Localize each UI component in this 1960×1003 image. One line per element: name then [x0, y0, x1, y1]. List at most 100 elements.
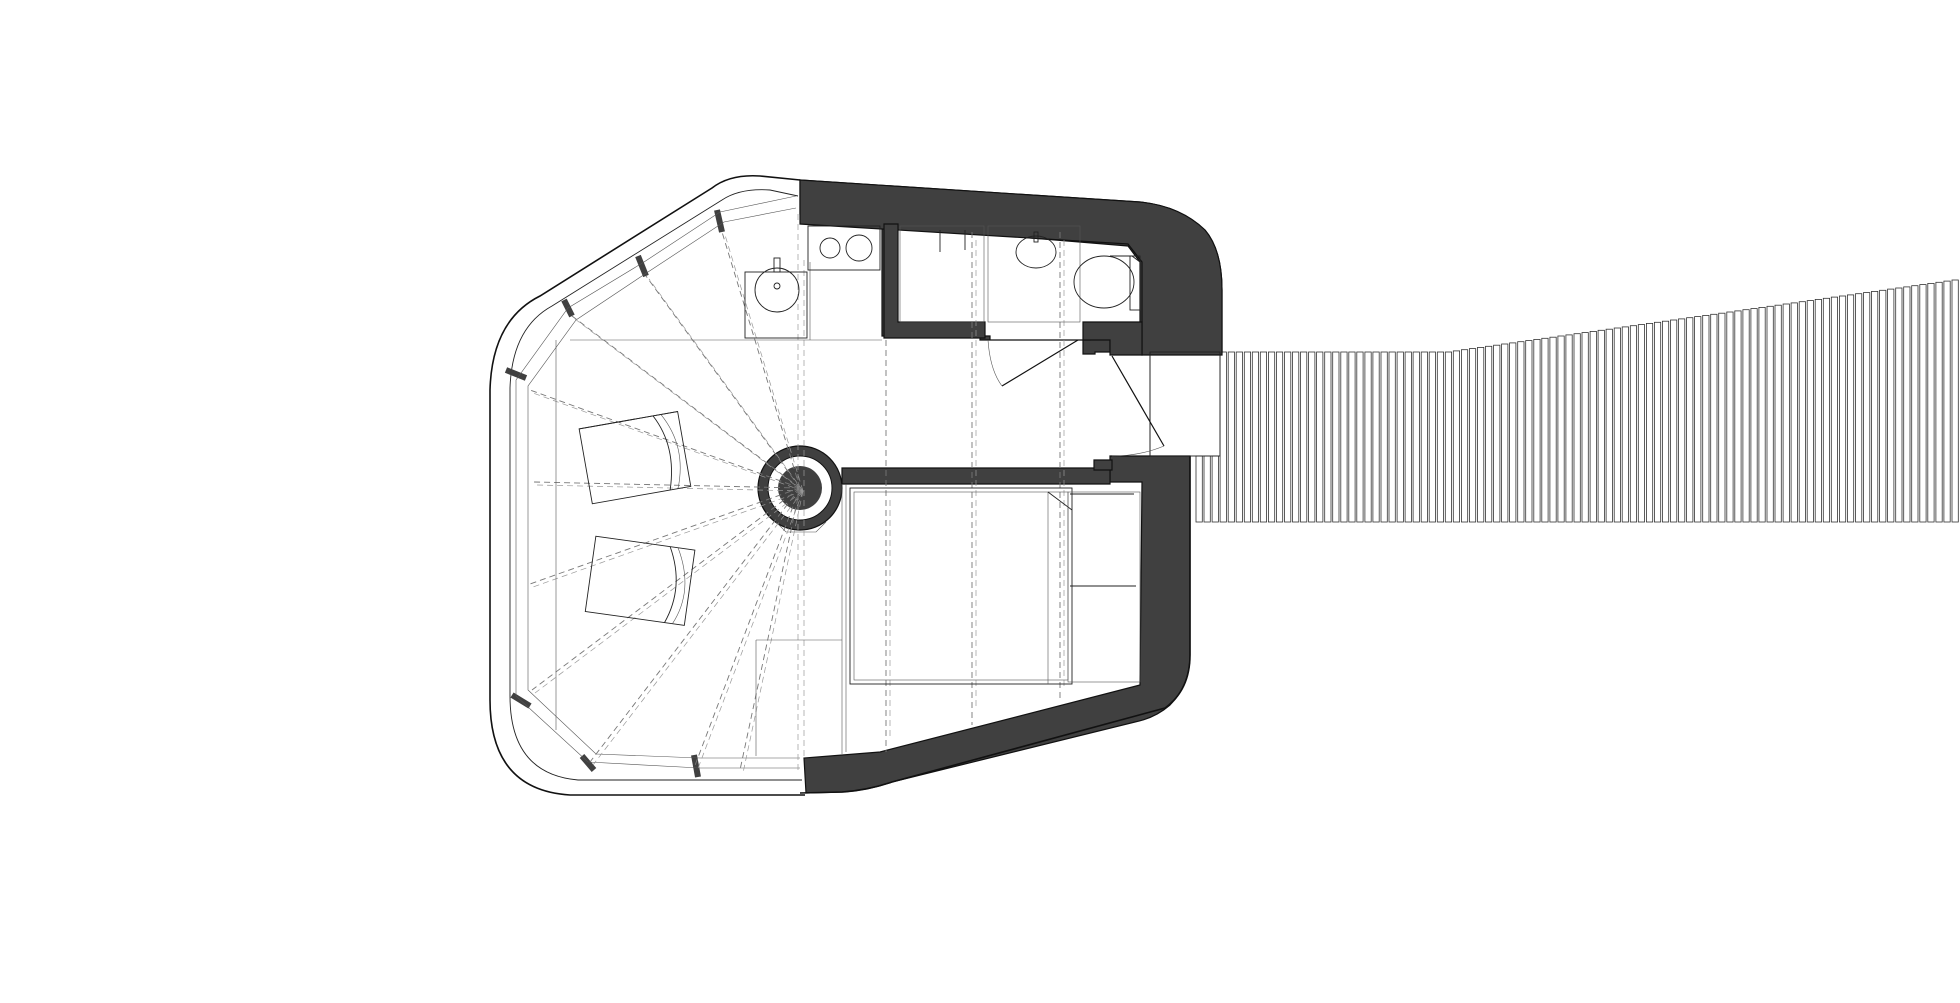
boardwalk-plank — [1549, 336, 1557, 523]
east-wall-edge — [799, 456, 1191, 794]
boardwalk-plank — [1412, 351, 1420, 523]
boardwalk-plank — [1227, 351, 1235, 523]
boardwalk-plank — [1589, 330, 1597, 523]
radial-joist — [645, 275, 801, 489]
boardwalk-plank — [1911, 285, 1919, 523]
bathroom-door[interactable] — [987, 339, 1079, 387]
boardwalk-plank — [1404, 351, 1412, 523]
boardwalk-plank — [1887, 288, 1895, 523]
boardwalk-plank — [1469, 348, 1477, 523]
boardwalk-plank — [1581, 332, 1589, 523]
window-sill-line-inner — [527, 207, 800, 759]
boardwalk-plank — [1790, 302, 1798, 523]
boardwalk-plank — [1774, 304, 1782, 523]
boardwalk-plank — [1235, 351, 1243, 523]
radial-joist — [739, 487, 801, 771]
radial-joists — [529, 231, 804, 774]
wall-core-north — [799, 179, 1223, 356]
boardwalk-plank — [1830, 296, 1839, 523]
boardwalk-plank — [1485, 345, 1493, 523]
boardwalk-plank — [1919, 284, 1927, 523]
washbasin-icon — [987, 225, 1081, 323]
boardwalk-plank — [1646, 322, 1654, 523]
boardwalk-plank — [1324, 351, 1332, 523]
boardwalk-plank — [1396, 351, 1404, 523]
boardwalk-plank — [1517, 341, 1525, 523]
radial-joist — [571, 315, 801, 489]
radial-joist — [589, 487, 801, 763]
boardwalk-plank — [1734, 310, 1742, 523]
boardwalk-plank — [1284, 351, 1292, 523]
entry-door[interactable] — [1111, 355, 1165, 457]
boardwalk-plank — [1195, 455, 1203, 523]
radial-joist-pair — [534, 490, 804, 694]
boardwalk-plank — [1605, 328, 1613, 523]
interior-lines — [555, 262, 882, 756]
boardwalk-plank — [1806, 300, 1814, 523]
wall-bath-partition — [883, 223, 986, 339]
boardwalk-plank — [1452, 350, 1461, 523]
stove-icon — [807, 225, 881, 271]
radial-joist — [529, 389, 801, 489]
boardwalk-plank — [1372, 351, 1380, 523]
building-outline — [489, 174, 805, 796]
radial-joist-pair — [592, 490, 804, 766]
boardwalk-plank — [1637, 324, 1646, 523]
facade-mullions — [504, 209, 725, 778]
boardwalk-plank — [1509, 342, 1517, 523]
boardwalk-plank — [1686, 317, 1694, 523]
boardwalk-plank — [1332, 351, 1340, 523]
boardwalk-plank — [1927, 282, 1935, 523]
wall-entry-jamb — [1093, 459, 1113, 471]
boardwalk-plank — [1726, 311, 1734, 523]
boardwalk-plank — [1822, 297, 1831, 523]
boardwalk-plank — [1420, 351, 1428, 523]
radial-joist — [721, 231, 801, 489]
boardwalk-plank — [1814, 298, 1822, 523]
boardwalk-plank — [1251, 351, 1260, 523]
kitchenette — [744, 225, 881, 339]
radial-joist-pair — [532, 490, 804, 588]
boardwalk-plank — [1565, 334, 1573, 523]
boardwalk-plank — [1364, 351, 1372, 523]
boardwalk-plank — [1597, 329, 1605, 523]
boardwalk-ramp — [1195, 279, 1959, 523]
radial-joist — [531, 487, 801, 691]
boardwalk-plank — [1766, 305, 1774, 523]
boardwalk-plank — [1750, 308, 1758, 523]
boardwalk-plank — [1428, 351, 1436, 523]
boardwalk-plank — [1895, 287, 1903, 523]
boardwalk-plank — [1935, 281, 1943, 523]
boardwalk-plank — [1871, 290, 1879, 523]
structural-grid — [797, 214, 1065, 772]
radial-joist — [693, 487, 801, 769]
boardwalk-plank — [1219, 351, 1227, 523]
boardwalk-plank — [1742, 309, 1750, 523]
boardwalk-plank — [1654, 321, 1662, 523]
boardwalk-plank — [1259, 351, 1268, 523]
shower-fixture-icon — [939, 230, 966, 252]
boardwalk-plank — [1573, 333, 1581, 523]
radial-joist-pair — [696, 490, 804, 772]
boardwalk-plank — [1340, 351, 1348, 523]
boardwalk-plank — [1855, 293, 1863, 523]
boardwalk-plank — [1718, 312, 1726, 523]
boardwalk-plank — [1501, 343, 1509, 523]
boardwalk-plank — [1839, 295, 1847, 523]
radial-joist-pair — [648, 278, 804, 492]
bedroom — [849, 487, 1141, 685]
bed-icon — [849, 487, 1141, 685]
radial-joist-pair — [532, 392, 804, 492]
radial-joist-pair — [742, 490, 804, 774]
radial-joist-pair — [574, 318, 804, 492]
boardwalk-plank — [1388, 351, 1396, 523]
boardwalk-plank — [1477, 346, 1485, 523]
boardwalk-plank — [1268, 351, 1276, 523]
boardwalk-plank — [1292, 351, 1300, 523]
boardwalk-plank — [1276, 351, 1284, 523]
boardwalk-plank — [1670, 319, 1678, 523]
boardwalk-plank — [1444, 351, 1453, 523]
toilet-icon — [1073, 255, 1141, 311]
